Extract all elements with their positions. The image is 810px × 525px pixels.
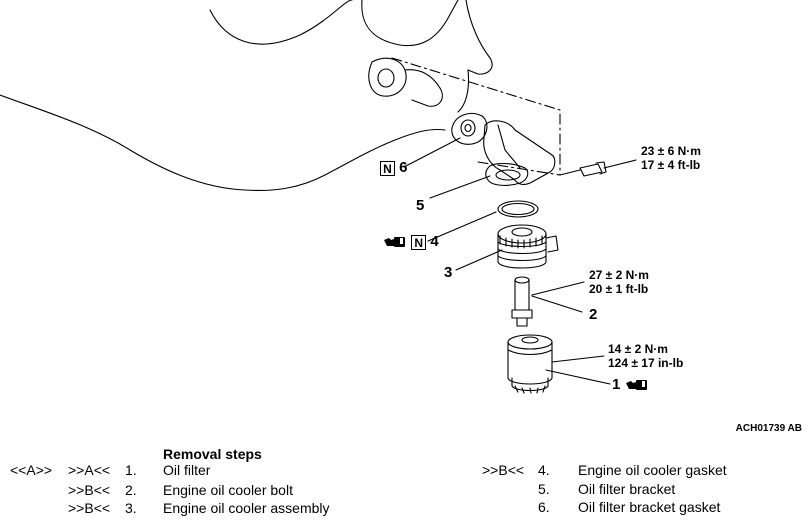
oil-cooler-bolt-2 [511, 276, 533, 327]
torque-metric: 23 ± 6 N·m [641, 144, 701, 158]
removal-steps-heading: Removal steps [163, 446, 262, 462]
step-number: 3. [125, 500, 137, 516]
step-number: 5. [538, 481, 550, 497]
oil-filter-1 [507, 334, 553, 394]
step-text: Oil filter bracket [578, 481, 676, 497]
callout-3-number: 3 [444, 264, 453, 281]
leader-5 [429, 175, 491, 199]
removal-service-point: <<A>> [10, 462, 53, 478]
callout-4: N 4 [383, 234, 439, 250]
oil-filter-bracket-5 [483, 120, 556, 186]
callout-1-number: 1 [612, 376, 621, 393]
installation-service-point: >>B<< [68, 500, 111, 516]
torque-metric: 14 ± 2 N·m [608, 342, 668, 356]
step-text: Engine oil cooler gasket [578, 462, 727, 478]
callout-4-number: 4 [430, 233, 439, 250]
leader-6 [403, 137, 461, 168]
leader-4 [427, 211, 497, 242]
torque-cooler-bolt: 27 ± 2 N·m 20 ± 1 ft-lb [589, 268, 649, 296]
callout-6: N 6 [380, 160, 408, 176]
torque-imperial: 17 ± 4 ft-lb [641, 158, 701, 172]
badge-letter: N [414, 235, 423, 250]
torque-oil-filter: 14 ± 2 N·m 124 ± 17 in-lb [608, 342, 683, 370]
bracket-gasket-6 [451, 112, 488, 145]
torque-bracket-bolt: 23 ± 6 N·m 17 ± 4 ft-lb [641, 144, 701, 172]
engine-oil-can-icon [384, 237, 405, 248]
oil-cooler-assembly-3 [497, 224, 559, 269]
callout-6-number: 6 [399, 159, 408, 176]
callout-2-number: 2 [589, 306, 598, 323]
step-text: Oil filter bracket gasket [578, 499, 721, 515]
callout-1: 1 [612, 377, 649, 393]
bracket-bolt [559, 161, 607, 177]
installation-service-point: >>B<< [482, 462, 525, 478]
installation-service-point: >>B<< [68, 482, 111, 498]
non-reusable-part-icon: N [380, 160, 395, 176]
leader-2 [531, 295, 583, 313]
step-number: 1. [125, 462, 137, 478]
step-text: Engine oil cooler bolt [163, 482, 293, 498]
leader-1 [545, 369, 611, 385]
block-boss [368, 57, 407, 97]
step-text: Oil filter [163, 462, 211, 478]
callout-5-number: 5 [416, 197, 425, 214]
step-number: 4. [538, 462, 550, 478]
installation-service-point: >>A<< [68, 462, 111, 478]
badge-letter: N [383, 161, 392, 176]
figure-id: ACH01739 AB [735, 423, 802, 434]
callout-2: 2 [589, 307, 597, 322]
engine-block-outline [0, 0, 493, 192]
step-text: Engine oil cooler assembly [163, 500, 330, 516]
leader-torque-filter [551, 355, 605, 363]
mounting-axis-line [391, 57, 561, 176]
leader-torque-cooler [531, 281, 585, 296]
torque-imperial: 20 ± 1 ft-lb [589, 282, 649, 296]
torque-imperial: 124 ± 17 in-lb [608, 356, 684, 370]
non-reusable-part-icon: N [411, 234, 427, 250]
leader-3 [455, 249, 503, 271]
step-number: 6. [538, 499, 550, 515]
callout-3: 3 [444, 265, 452, 280]
leader-torque-bracket [603, 159, 637, 169]
callout-5: 5 [416, 198, 424, 213]
step-number: 2. [125, 482, 137, 498]
engine-oil-can-icon [625, 380, 647, 391]
exploded-view-diagram [0, 0, 637, 394]
cooler-gasket-4 [497, 200, 539, 218]
torque-metric: 27 ± 2 N·m [589, 268, 649, 282]
